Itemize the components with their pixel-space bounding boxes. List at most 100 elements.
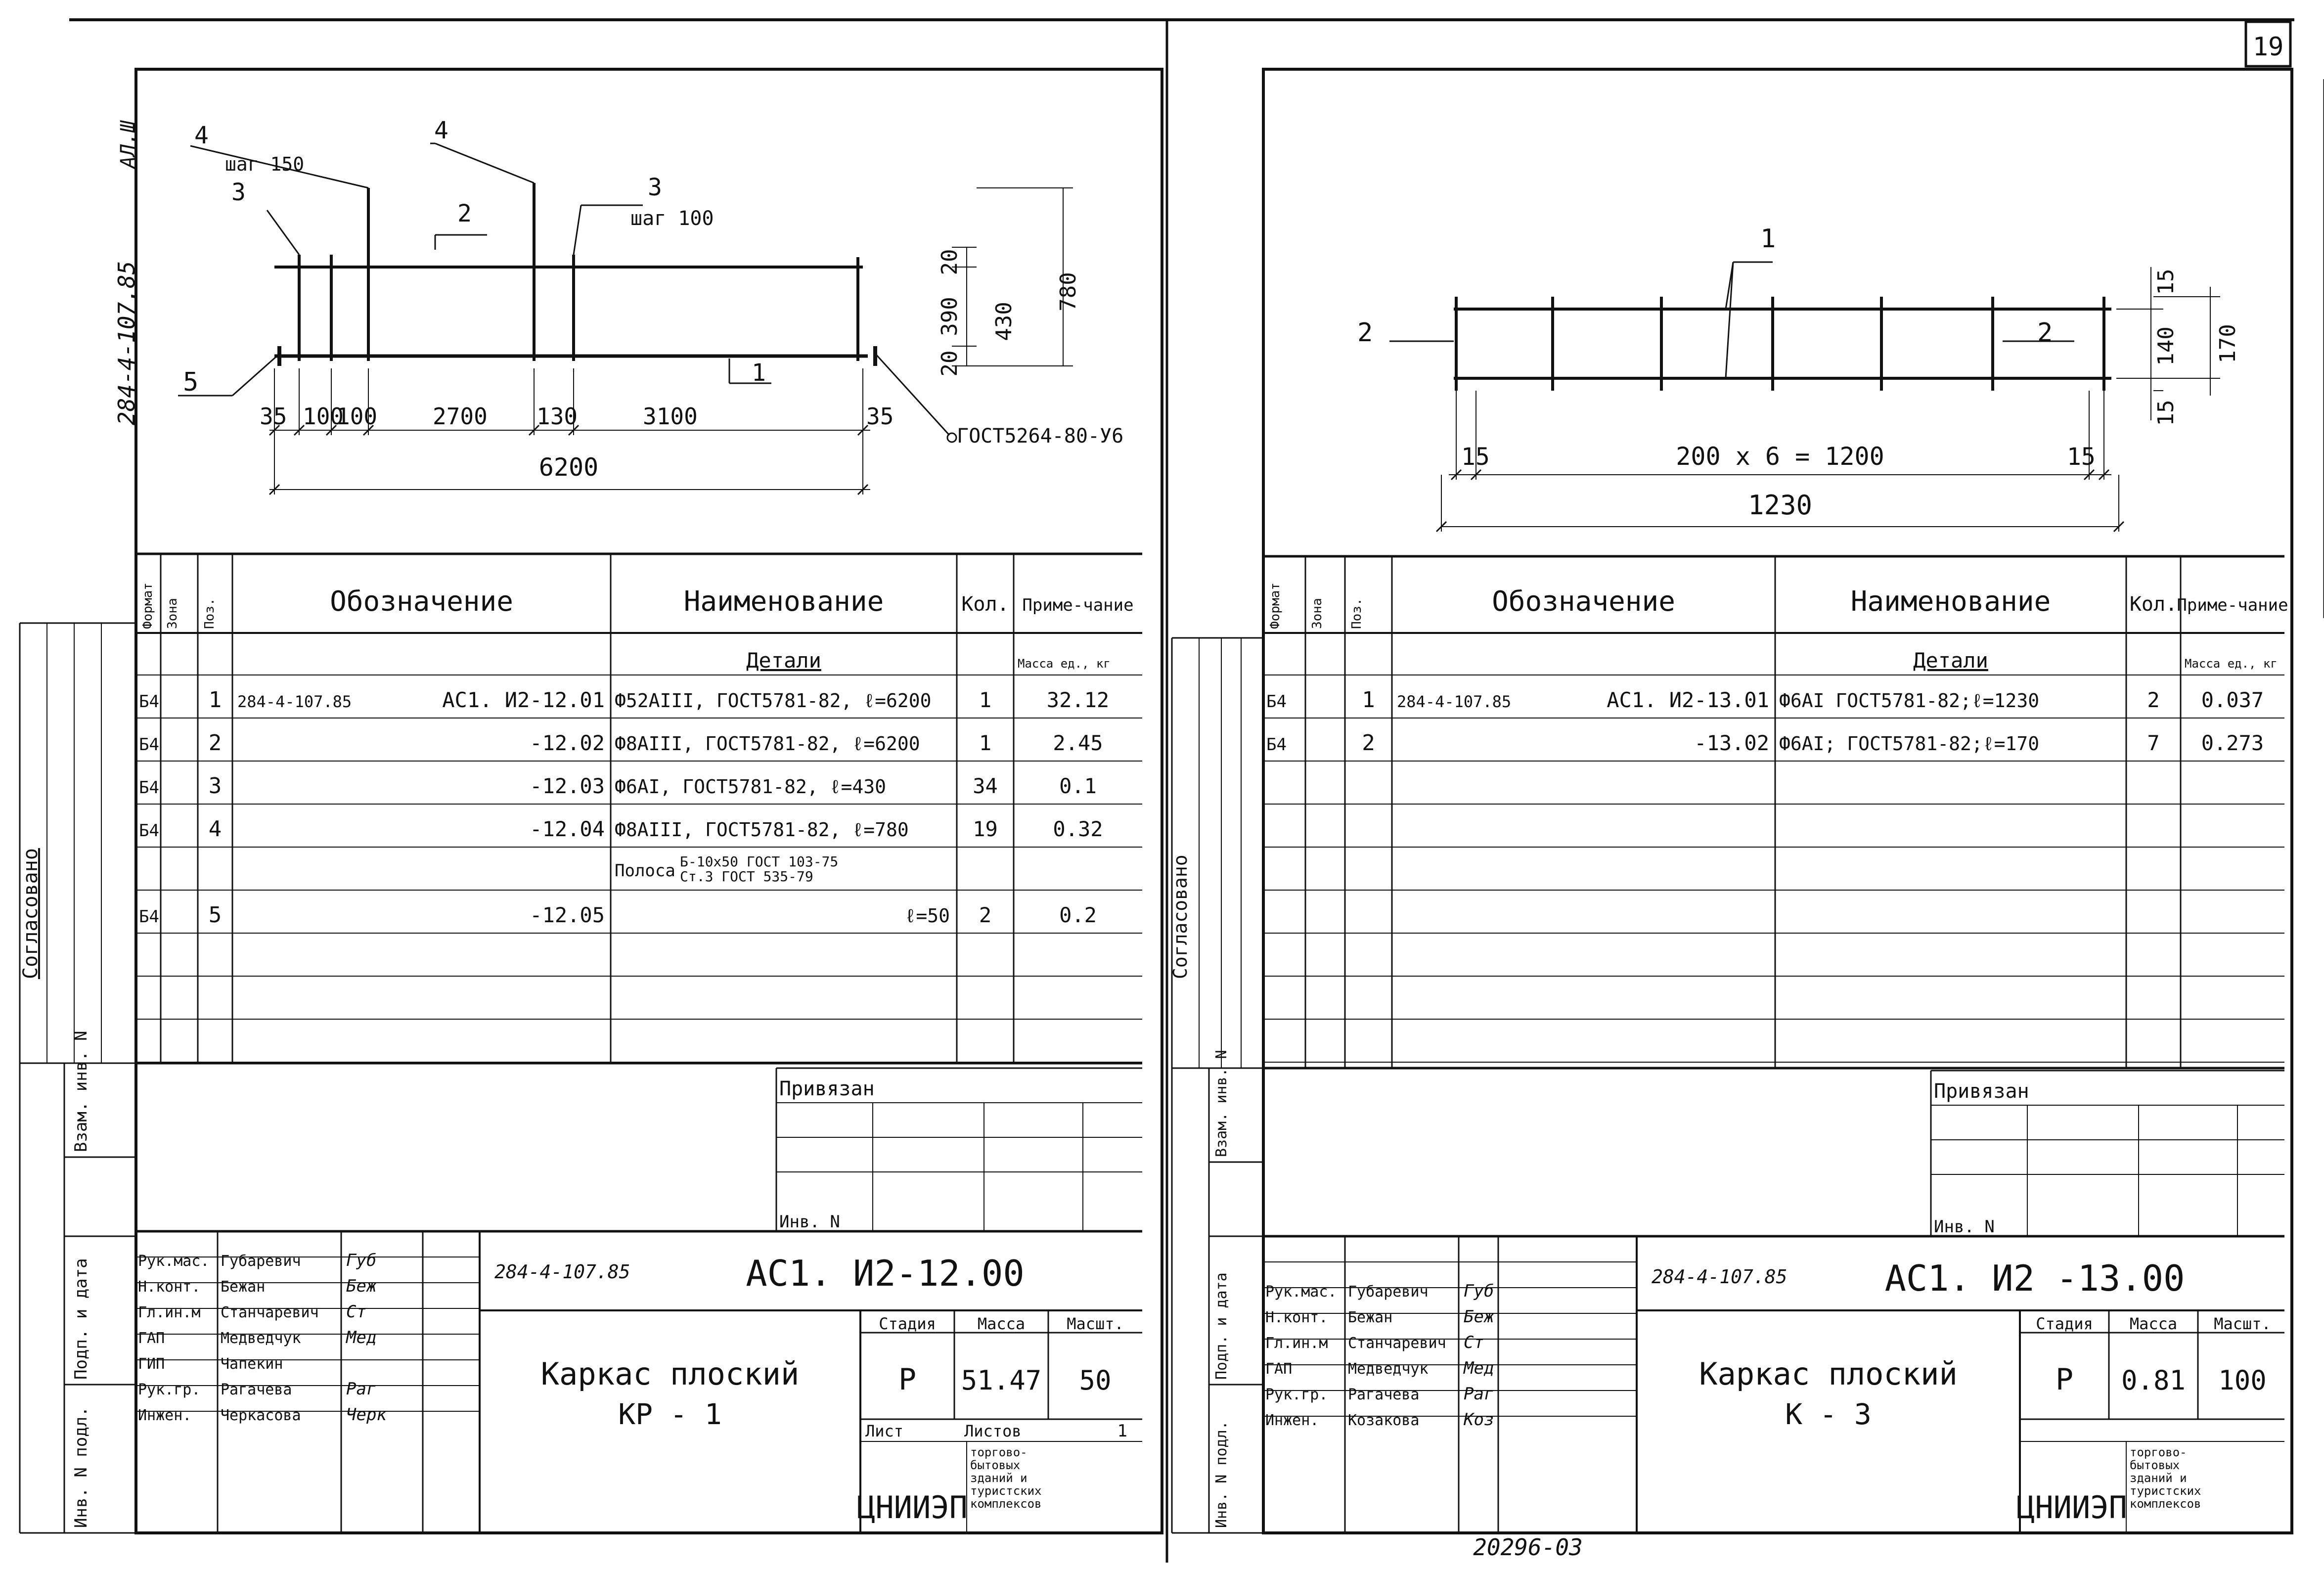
dim-tick-overall-r — [2113, 521, 2125, 533]
dim-tick-3 — [325, 424, 337, 436]
tb-sheets-count: 1 — [1117, 1421, 1127, 1441]
dim-value-0: 35 — [260, 403, 287, 430]
pos2a-label: 2 — [1357, 318, 1373, 348]
dim-tick-1 — [268, 424, 280, 436]
dim-tick-7 — [857, 424, 869, 436]
spec-row-name: ℓ=50 — [905, 905, 950, 927]
spec-note-unit: Масса ед., кг — [2185, 657, 2278, 671]
tb-stage-value: Р — [2056, 1362, 2073, 1397]
leader-pos3b — [573, 205, 582, 255]
step150-label: шаг 150 — [225, 153, 304, 175]
spec-row-name: Ф6АI ГОСТ5781-82;ℓ=1230 — [1779, 690, 2039, 712]
spec-row-designation: -12.03 — [530, 774, 605, 798]
bound-label: Привязан — [1934, 1080, 2029, 1103]
vdim-value-10: 20 — [937, 351, 962, 377]
tb-staff-name: Чапекин — [221, 1355, 283, 1373]
tb-scale-value: 100 — [2218, 1365, 2267, 1396]
dim-value-5: 3100 — [643, 403, 698, 430]
tb-staff-sig: Черк — [346, 1405, 387, 1425]
tb-staff-sig: Ст — [346, 1302, 366, 1322]
spec-row-name: Ф52АIII, ГОСТ5781-82, ℓ=6200 — [615, 690, 932, 712]
tb-staff-sig: Мед — [1463, 1358, 1494, 1378]
dim-value-2: 15 — [2067, 443, 2096, 471]
spec-head-format: Формат — [1268, 583, 1283, 629]
tb-staff-sig: Раг — [1464, 1384, 1494, 1404]
spec-row-code: 284-4-107.85 — [1397, 692, 1511, 711]
spec-head-qty: Кол. — [2130, 593, 2177, 616]
spec-row-format: Б4 — [139, 907, 159, 927]
step100-label: шаг 100 — [630, 207, 714, 230]
dim-value-0: 15 — [1461, 443, 1490, 471]
tb-staff-name: Козакова — [1348, 1412, 1420, 1429]
inv-label: Инв. N — [779, 1212, 840, 1232]
dim-tick-2 — [293, 424, 305, 436]
spec-row-code: 284-4-107.85 — [237, 692, 352, 711]
vdim-value-11: 430 — [991, 302, 1017, 341]
spec-head-format: Формат — [140, 583, 155, 629]
spec-row-note: 0.037 — [2201, 688, 2264, 712]
tb-code: 284-4-107.85 — [494, 1261, 630, 1283]
sheet-left: Взам. инв. N Подп. и дата Инв. N подл. С… — [19, 68, 1163, 1534]
tb-staff-sig: Коз — [1463, 1410, 1494, 1430]
tb-title-2: КР - 1 — [618, 1397, 722, 1431]
leader-weld — [874, 353, 950, 436]
dim-tick-overall-l — [268, 484, 280, 495]
dim-tick-1 — [1450, 469, 1462, 481]
leader-pos5 — [232, 355, 277, 397]
bottom-number: 20296-03 — [1473, 1534, 1583, 1561]
tb-stage-label: Стадия — [2036, 1314, 2093, 1333]
tb-staff-role: Гл.ин.м — [1265, 1335, 1328, 1352]
spec-row-note: 0.32 — [1053, 817, 1103, 841]
tb-staff-role: Н.конт. — [1265, 1309, 1328, 1326]
vdim-value-12: 780 — [1056, 272, 1081, 311]
spec-row-designation: -12.04 — [530, 817, 605, 841]
spec-row-name: Ф8АIII, ГОСТ5781-82, ℓ=6200 — [615, 733, 920, 755]
spec-head-zone: Зона — [1310, 598, 1325, 629]
vdim-value-6: 170 — [2215, 324, 2240, 363]
spec-head-qty: Кол. — [961, 593, 1009, 616]
tb-staff-role: ГАП — [138, 1330, 165, 1347]
bound-label: Привязан — [779, 1077, 875, 1100]
side-field-sign-r: Подп. и дата — [1213, 1272, 1230, 1380]
dim-overall-value: 6200 — [539, 453, 598, 482]
tb-staff-name: Рагачева — [221, 1381, 292, 1398]
tb-staff-role: Инжен. — [1265, 1412, 1319, 1429]
spec-row-name: Полоса — [615, 861, 675, 881]
spec-row-designation: АС1. И2-12.01 — [442, 688, 605, 712]
pos3a-label: 3 — [231, 179, 246, 206]
spec-row-note: 0.2 — [1059, 903, 1097, 927]
tb-org-desc: туристских — [970, 1484, 1042, 1498]
spec-row-pos: 1 — [209, 687, 222, 713]
side-field-sign: Подп. и дата — [71, 1258, 91, 1380]
dim-value-6: 35 — [866, 403, 894, 430]
spec-row-qty: 1 — [979, 731, 991, 755]
spec-head-zone: Зона — [165, 598, 180, 629]
spec-row-qty: 1 — [979, 688, 991, 712]
pos2-label: 2 — [457, 200, 472, 227]
dim-tick-4 — [2098, 469, 2110, 481]
page-number: 19 — [2253, 32, 2284, 62]
spec-row-qty: 19 — [973, 817, 998, 841]
pos4a-label: 4 — [194, 122, 209, 149]
side-field-orig: Инв. N подл. — [71, 1406, 91, 1528]
dim-value-1: 100 — [303, 403, 344, 430]
pos3b-label: 3 — [648, 174, 662, 201]
tb-org: ЦНИИЭП — [857, 1489, 968, 1526]
dim-value-4: 130 — [536, 403, 578, 430]
spec-row-name-sub1: Б-10х50 ГОСТ 103-75 — [680, 853, 838, 870]
tb-staff-name: Бежан — [1348, 1309, 1392, 1326]
spec-note-unit: Масса ед., кг — [1018, 657, 1111, 671]
spec-row-note: 0.1 — [1059, 774, 1097, 798]
spec-head-note: Приме-чание — [2177, 595, 2288, 615]
tb-stage-value: Р — [898, 1362, 916, 1397]
dim-tick-overall-l — [1435, 521, 1447, 533]
pos1-label: 1 — [752, 359, 766, 387]
tb-sheets-label: Листов — [964, 1422, 1022, 1440]
tb-staff-name: Рагачева — [1348, 1386, 1420, 1403]
spec-row-pos: 4 — [209, 816, 222, 842]
tb-org-desc: бытовых — [2130, 1458, 2180, 1472]
tb-staff-name: Черкасова — [221, 1407, 301, 1424]
